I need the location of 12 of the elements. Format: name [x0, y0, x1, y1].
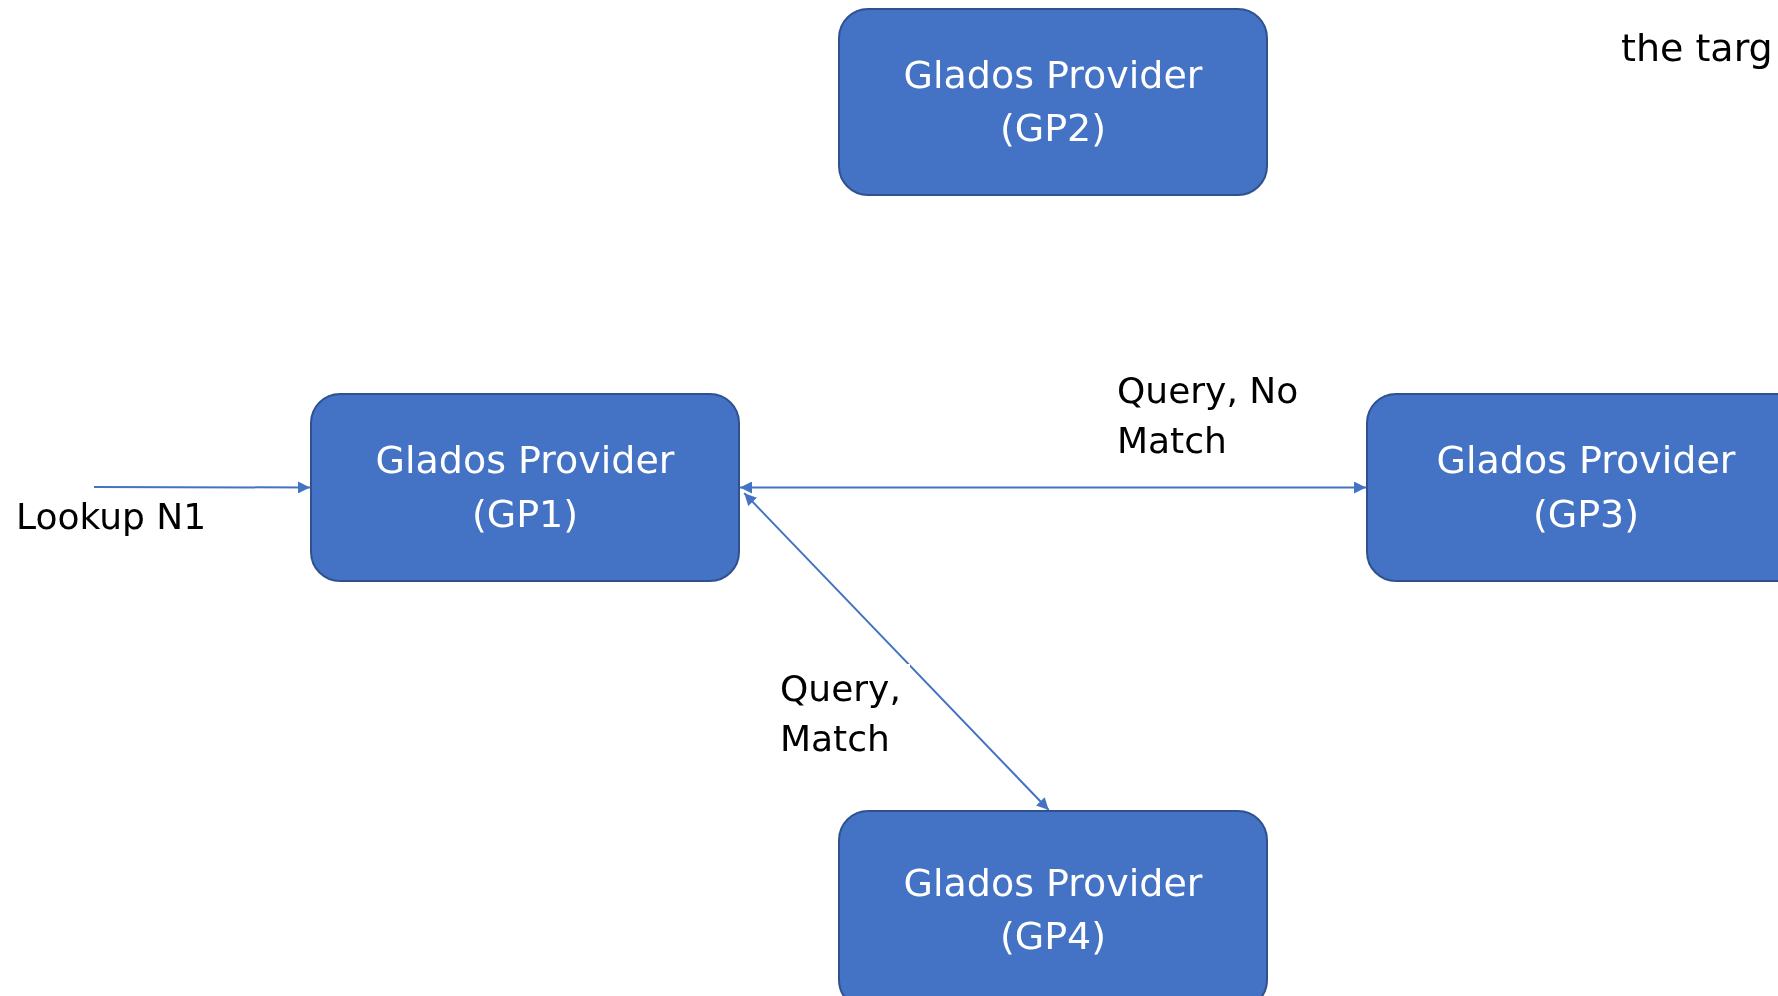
provider-box [1366, 393, 1778, 582]
provider-box [838, 810, 1268, 996]
provider-name: Glados Provider (GP3) [1435, 437, 1737, 538]
arrow [743, 492, 1050, 811]
note-text: the targ [1621, 25, 1773, 72]
provider-box [310, 393, 740, 582]
arrow [739, 481, 1367, 494]
arrow [93, 481, 311, 494]
provider-name: Glados Provider (GP2) [902, 51, 1204, 152]
provider-name: Glados Provider (GP1) [374, 437, 676, 538]
provider-box [838, 8, 1268, 196]
provider-name: Glados Provider (GP4) [902, 859, 1204, 960]
